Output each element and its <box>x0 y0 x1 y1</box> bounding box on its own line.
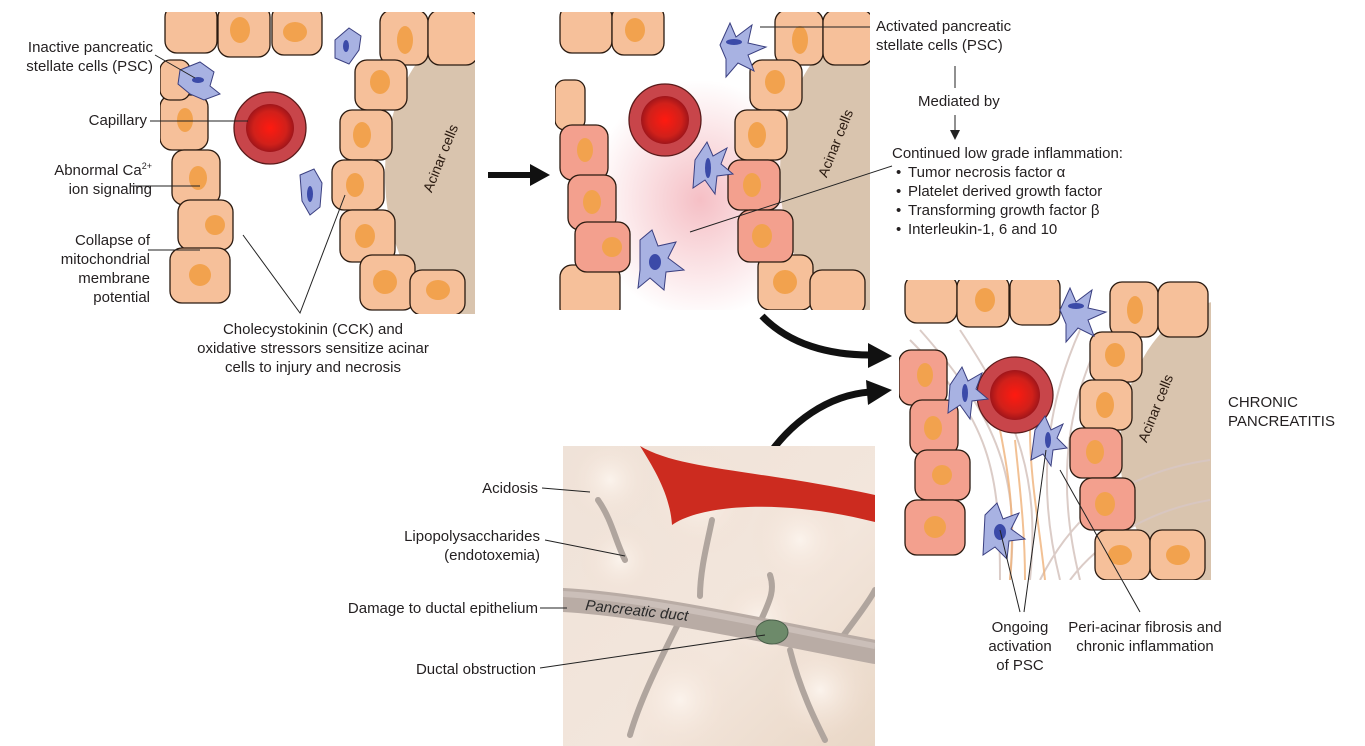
chronic-pancreatitis-title: CHRONIC PANCREATITIS <box>1228 393 1335 431</box>
ductal-obstruction-icon <box>756 620 788 644</box>
inactive-psc-label: Inactive pancreatic stellate cells (PSC) <box>0 38 153 76</box>
inflammation-item: Platelet derived growth factor <box>896 182 1123 201</box>
collapse-label: Collapse of mitochondrial membrane poten… <box>0 231 150 307</box>
acidosis-label: Acidosis <box>400 479 538 498</box>
inflammation-block: Continued low grade inflammation: Tumor … <box>892 144 1123 239</box>
panel4-illustration: Acinar cells <box>899 275 1340 600</box>
abnormal-ca-label: Abnormal Ca2+ ion signaling <box>0 161 152 199</box>
activated-psc-label: Activated pancreatic stellate cells (PSC… <box>876 17 1011 55</box>
inflammation-item: Tumor necrosis factor α <box>896 163 1123 182</box>
obstruction-label: Ductal obstruction <box>330 660 536 679</box>
capillary-label: Capillary <box>0 111 147 130</box>
panel1-illustration: Acinar cells <box>160 5 575 325</box>
arrow-panel2-to-panel4 <box>762 316 892 368</box>
mediated-arrowhead <box>950 130 960 140</box>
damage-label: Damage to ductal epithelium <box>300 599 538 618</box>
lps-label: Lipopolysaccharides (endotoxemia) <box>330 527 540 565</box>
mediated-by-label: Mediated by <box>918 92 1000 111</box>
fibrosis-label: Peri-acinar fibrosis and chronic inflamm… <box>1050 618 1240 656</box>
inflammation-item: Transforming growth factor β <box>896 201 1123 220</box>
inflammation-title: Continued low grade inflammation: <box>892 144 1123 163</box>
cck-label: Cholecystokinin (CCK) and oxidative stre… <box>183 320 443 377</box>
panel3-illustration: Pancreatic duct <box>563 435 875 746</box>
capillary-icon <box>234 92 306 164</box>
arrow-panel1-to-panel2 <box>488 164 550 186</box>
inflammation-item: Interleukin-1, 6 and 10 <box>896 220 1123 239</box>
